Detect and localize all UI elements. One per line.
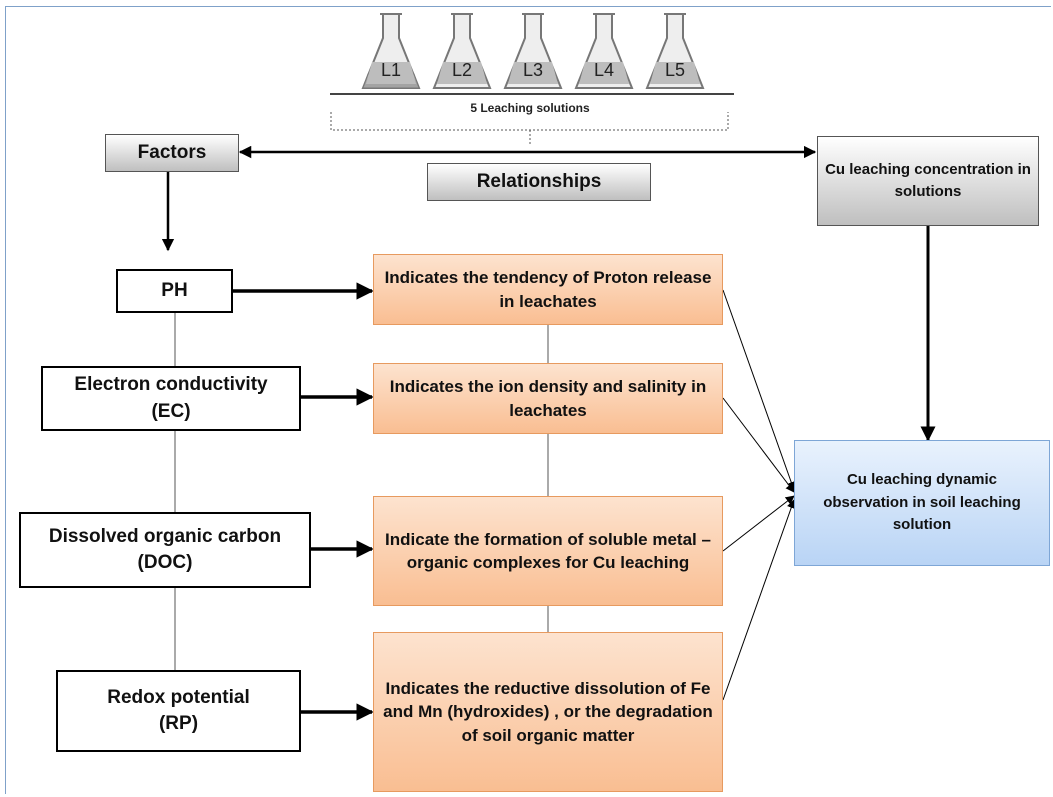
indication-2-to-observation xyxy=(722,397,795,493)
observation-box: Cu leaching dynamic observation in soil … xyxy=(794,440,1050,566)
factor-ph-box: PH xyxy=(116,269,233,313)
flask-label: L3 xyxy=(522,60,544,80)
flask-label: L5 xyxy=(664,60,686,80)
flask-label: L2 xyxy=(451,60,473,80)
observation-text: Cu leaching dynamic observation in soil … xyxy=(823,471,1021,534)
factor-ph-label: PH xyxy=(161,279,188,301)
flask-5: L5 xyxy=(644,12,706,92)
flask-label: L4 xyxy=(593,60,615,80)
indication-proton-text: Indicates the tendency of Proton release… xyxy=(384,268,712,311)
indication-redox-text: Indicates the reductive dissolution of F… xyxy=(383,678,713,745)
factor-ec-abbr: (EC) xyxy=(151,400,191,422)
flask-2: L2 xyxy=(431,12,493,92)
indication-3-to-observation xyxy=(722,495,795,552)
flask-label: L1 xyxy=(380,60,402,80)
flask-3: L3 xyxy=(502,12,564,92)
factor-ec-box: Electron conductivity (EC) xyxy=(41,366,301,431)
factors-header-label: Factors xyxy=(137,141,207,163)
indication-ion-density-text: Indicates the ion density and salinity i… xyxy=(389,377,707,420)
leaching-solutions-caption: 5 Leaching solutions xyxy=(470,101,590,115)
caption-brace xyxy=(330,112,729,144)
indication-proton-box: Indicates the tendency of Proton release… xyxy=(373,254,723,325)
factor-doc-abbr: (DOC) xyxy=(137,552,193,573)
indication-complexes-text: Indicate the formation of soluble metal … xyxy=(385,529,711,572)
indication-4-to-observation xyxy=(722,499,796,701)
indication-complexes-box: Indicate the formation of soluble metal … xyxy=(373,496,723,606)
factor-rp-label: Redox potential xyxy=(107,686,250,708)
indication-redox-box: Indicates the reductive dissolution of F… xyxy=(373,632,723,792)
factors-header-box: Factors xyxy=(105,134,239,172)
cu-concentration-box: Cu leaching concentration in solutions xyxy=(817,136,1039,226)
relationships-box: Relationships xyxy=(427,163,651,201)
relationships-label: Relationships xyxy=(476,170,602,192)
factor-doc-label: Dissolved organic carbon xyxy=(48,525,282,547)
flask-1: L1 xyxy=(360,12,422,92)
indication-ion-density-box: Indicates the ion density and salinity i… xyxy=(373,363,723,434)
factor-doc-box: Dissolved organic carbon (DOC) xyxy=(19,512,311,588)
factor-rp-box: Redox potential (RP) xyxy=(56,670,301,752)
factor-ec-label: Electron conductivity xyxy=(74,374,268,396)
diagram-frame xyxy=(5,6,1051,794)
indication-1-to-observation xyxy=(722,289,796,491)
flask-4: L4 xyxy=(573,12,635,92)
cu-concentration-label: Cu leaching concentration in solutions xyxy=(825,160,1031,201)
factor-rp-abbr: (RP) xyxy=(158,713,199,734)
flask-shapes xyxy=(361,13,705,89)
